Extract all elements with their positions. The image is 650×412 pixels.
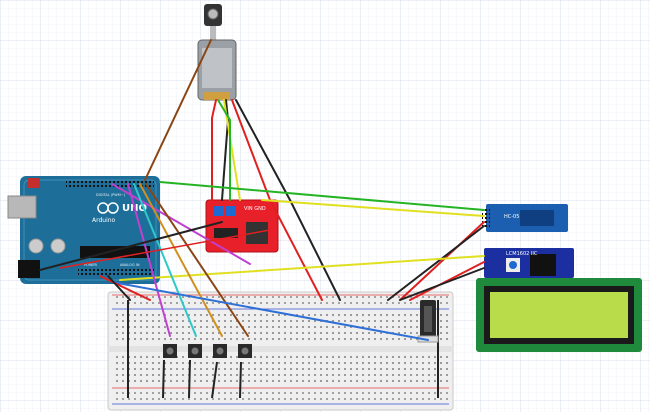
motor-driver-label: VIN GND <box>244 206 266 212</box>
wire-red-5v <box>99 275 151 301</box>
wire-green-bt <box>159 181 485 211</box>
wire-yellow-bt <box>261 199 485 217</box>
arduino-brand-label: Arduino <box>92 217 116 224</box>
arduino-analog-label: ANALOG IN <box>120 263 140 267</box>
push-button-3 <box>211 344 227 399</box>
push-button-2 <box>188 344 202 399</box>
wire-red-vin <box>59 229 271 269</box>
wire-orange <box>139 183 223 337</box>
arduino-power-label: POWER <box>84 263 98 267</box>
wire-yellow-motor <box>223 99 241 201</box>
bluetooth-chip-label: HC-05 <box>504 214 519 220</box>
dc-motor <box>197 4 237 101</box>
wires <box>39 39 485 341</box>
wire-red-bt <box>399 221 485 301</box>
wire-black-gnd-2 <box>107 275 131 301</box>
wire-brown-2 <box>145 183 249 337</box>
breadboard <box>107 291 454 411</box>
arduino-pwm-label: DIGITAL (PWM~) <box>96 193 126 197</box>
wire-red-lcd <box>409 261 485 301</box>
wire-blue <box>111 281 429 341</box>
push-button-4 <box>238 344 252 399</box>
wire-cyan <box>133 183 197 337</box>
lcd-i2c-backpack: LCM1602 IIC <box>484 248 574 278</box>
wire-black-lcd <box>399 267 485 301</box>
lcd-backpack-label: LCM1602 IIC <box>506 251 538 257</box>
wire-black-bt <box>387 225 485 301</box>
potentiometer <box>417 300 439 343</box>
wire-magenta <box>111 183 251 265</box>
bluetooth-module: HC-05 <box>482 204 568 232</box>
push-button-1 <box>162 344 177 399</box>
wire-black-gnd <box>39 221 223 271</box>
wire-brown <box>144 39 212 181</box>
wire-green-motor <box>217 99 231 201</box>
lcd-display <box>476 278 642 352</box>
wire-yellow-lcd <box>119 255 485 281</box>
wire-magenta-2 <box>127 183 171 337</box>
